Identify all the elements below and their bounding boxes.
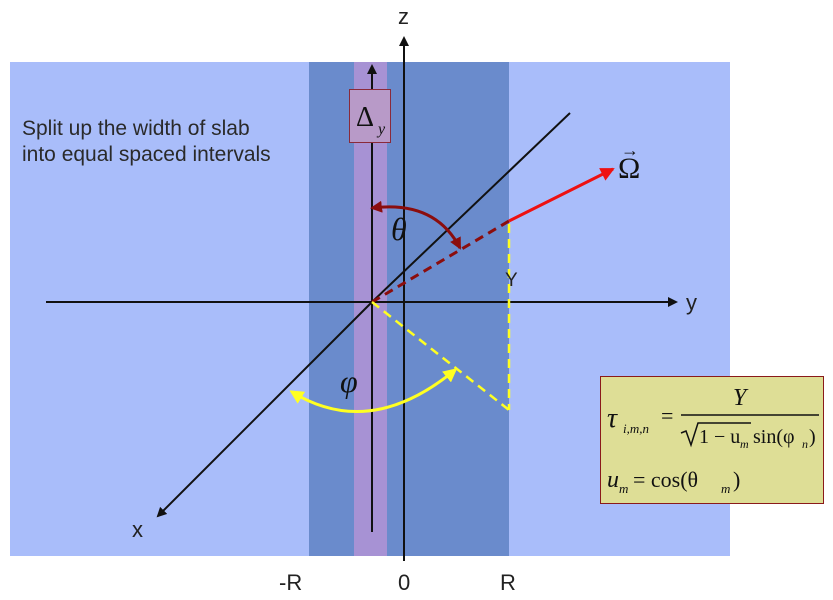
tick-neg-r: -R [279, 570, 302, 595]
slab-region [309, 62, 509, 556]
slab-caption: Split up the width of slab into equal sp… [22, 117, 271, 166]
tau-symbol: τ [607, 403, 618, 434]
formula-box: τ i,m,n = Y 1 − u m sin(φ n ) u m = cos(… [600, 376, 824, 504]
delta-y-symbol: Δ y [356, 102, 386, 138]
sqrt-sign [680, 422, 751, 448]
delta-subscript: y [376, 121, 386, 138]
tau-subscript: i,m,n [623, 421, 649, 436]
omega-label: Ω [618, 152, 640, 185]
tick-zero: 0 [398, 570, 410, 595]
theta-label: θ [391, 211, 407, 247]
denominator-subscript: m [740, 437, 749, 451]
u-rhs-subscript: m [721, 481, 730, 496]
y-distance-label: Y [505, 270, 518, 291]
denominator-sin-subscript: n [802, 437, 808, 451]
denominator-sin: sin(φ [753, 426, 795, 448]
u-subscript: m [619, 481, 628, 496]
phi-label: φ [340, 363, 358, 399]
u-rhs: = cos(θ [633, 467, 698, 492]
direction-dashed [371, 219, 510, 304]
denominator-close: ) [809, 426, 816, 448]
u-rhs-close: ) [733, 467, 740, 492]
x-axis-back [371, 112, 571, 303]
omega-arrow [508, 167, 615, 223]
omega-vector-mark: → [621, 140, 639, 160]
formula: τ i,m,n = Y 1 − u m sin(φ n ) u m = cos(… [607, 385, 819, 496]
tick-pos-r: R [500, 570, 516, 595]
interval-strip [354, 62, 387, 556]
y-axis-label: y [686, 290, 697, 315]
z-axis-label: z [398, 4, 409, 29]
delta-y-box: Δ y [349, 89, 391, 143]
phi-arc [289, 368, 458, 413]
x-axis [156, 301, 373, 518]
theta-arc [370, 200, 462, 250]
numerator-y: Y [733, 385, 749, 411]
denominator-text: 1 − u [699, 426, 740, 448]
x-axis-label: x [132, 517, 143, 542]
tau-equals: = [661, 403, 673, 428]
delta-symbol: Δ [356, 102, 374, 133]
u-symbol: u [607, 467, 619, 493]
